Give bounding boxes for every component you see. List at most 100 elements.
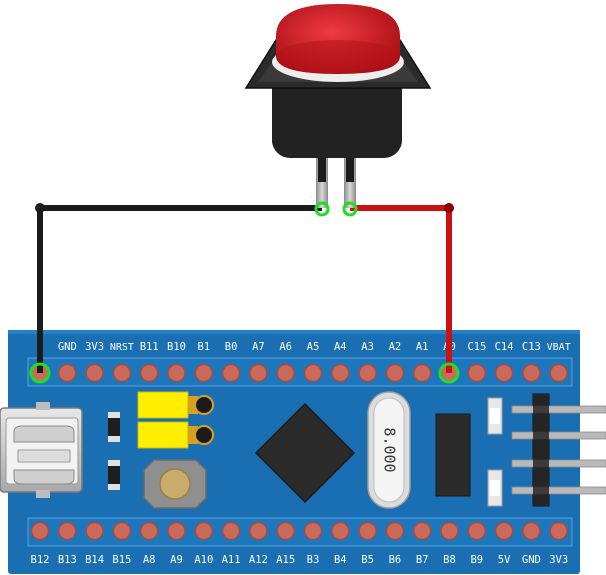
top-pin-label-b10-5: B10 [167, 341, 186, 353]
top-pin-pad-c13-18 [522, 363, 541, 383]
bottom-pin-pad-b14-2 [85, 521, 104, 541]
top-pin-pad-a4-11 [331, 363, 350, 383]
top-pin-label-3v3-2: 3V3 [85, 341, 104, 353]
wires [35, 203, 454, 373]
bottom-pin-pad-a12-8 [249, 521, 268, 541]
signal-wire-bend [444, 203, 454, 213]
led-pc13 [487, 469, 503, 507]
top-pin-pad-b1-6 [194, 363, 214, 383]
bottom-pin-pad-b3-10 [303, 521, 323, 541]
bottom-pin-label-a8-4: A8 [143, 554, 156, 566]
top-pin-label-a3-12: A3 [361, 341, 374, 353]
led-power [487, 397, 503, 435]
bottom-pin-label-b12-0: B12 [31, 554, 50, 566]
bottom-pin-label-3v3-19: 3V3 [549, 554, 568, 566]
push-button [244, 4, 432, 208]
bottom-pin-pad-a11-7 [221, 521, 241, 541]
top-pin-pad-a3-12 [358, 363, 377, 383]
pin-g-connection [29, 362, 51, 384]
top-pin-pad-c14-17 [494, 363, 514, 383]
top-pin-pad-b0-7 [221, 363, 241, 383]
bottom-pin-pad-a15-9 [276, 521, 295, 541]
top-pin-label-nrst-3: NRST [110, 342, 134, 353]
top-pin-label-b11-4: B11 [140, 341, 159, 353]
bottom-pin-label-b5-12: B5 [361, 554, 374, 566]
top-pin-pad-gnd-1 [58, 363, 77, 383]
boot-jumpers [137, 391, 214, 449]
bottom-pin-label-b4-11: B4 [334, 554, 347, 566]
top-pin-label-a5-10: A5 [307, 341, 320, 353]
smd-resistor-bottom [108, 460, 120, 490]
top-header-strip [27, 357, 573, 387]
bottom-pin-pad-b6-13 [385, 521, 405, 541]
bottom-pin-pad-gnd-18 [522, 521, 541, 541]
top-pin-label-vbat-19: VBAT [547, 342, 571, 353]
micro-usb-connector [0, 402, 83, 498]
top-pin-label-c13-18: C13 [522, 341, 541, 353]
bottom-pin-pad-b4-11 [331, 521, 350, 541]
top-pin-label-a2-13: A2 [389, 341, 402, 353]
swd-header [511, 393, 606, 507]
voltage-regulator [435, 413, 471, 497]
bottom-pin-pad-b9-16 [467, 521, 487, 541]
bottom-pin-pad-b13-1 [58, 521, 77, 541]
bottom-pin-pad-a10-6 [194, 521, 214, 541]
bottom-pin-label-b14-2: B14 [85, 554, 104, 566]
top-pin-pad-a1-14 [412, 363, 432, 383]
top-pin-pad-nrst-3 [112, 363, 132, 383]
top-pin-pad-c15-16 [467, 363, 487, 383]
bottom-pin-label-b15-3: B15 [112, 554, 131, 566]
microcontroller-chip [254, 402, 356, 504]
reset-button [143, 459, 207, 509]
top-pin-pad-a7-8 [249, 363, 268, 383]
pin-a0-connection [438, 362, 460, 384]
top-pin-label-a4-11: A4 [334, 341, 347, 353]
bottom-pin-label-a15-9: A15 [276, 554, 295, 566]
bottom-pin-pad-b7-14 [412, 521, 432, 541]
crystal-label: 8.000 [381, 427, 399, 472]
crystal-oscillator: 8.000 [367, 391, 411, 509]
bottom-pin-pad-b15-3 [112, 521, 132, 541]
bottom-pin-label-b13-1: B13 [58, 554, 77, 566]
top-pin-label-c14-17: C14 [495, 341, 514, 353]
bottom-pin-label-5v-17: 5V [498, 554, 511, 566]
bottom-pin-pad-b8-15 [440, 521, 459, 541]
bottom-pin-label-b9-16: B9 [470, 554, 483, 566]
bottom-pin-label-b6-13: B6 [389, 554, 402, 566]
top-pin-label-a7-8: A7 [252, 341, 265, 353]
top-pin-label-b0-7: B0 [225, 341, 238, 353]
top-pin-pad-vbat-19 [549, 363, 568, 383]
top-pin-label-gnd-1: GND [58, 341, 77, 353]
board-top-edge [8, 330, 580, 334]
smd-resistor-top [108, 412, 120, 442]
bottom-pin-label-a11-7: A11 [222, 554, 241, 566]
button-left-leg-joint [314, 201, 330, 217]
bottom-pin-pad-3v3-19 [549, 521, 568, 541]
top-pin-pad-b10-5 [167, 363, 186, 383]
top-pin-pad-a2-13 [385, 363, 405, 383]
top-pin-label-c15-16: C15 [467, 341, 486, 353]
bottom-pin-header [30, 521, 568, 541]
top-pin-label-a1-14: A1 [416, 341, 429, 353]
bottom-header-strip [27, 517, 573, 547]
top-pin-label-b1-6: B1 [197, 341, 210, 353]
bottom-pin-pad-b12-0 [30, 521, 50, 541]
bottom-pin-label-a12-8: A12 [249, 554, 268, 566]
bottom-pin-pad-a9-5 [167, 521, 186, 541]
top-pin-label-a6-9: A6 [279, 341, 292, 353]
button-right-leg-joint [342, 201, 358, 217]
bottom-pin-label-gnd-18: GND [522, 554, 541, 566]
bottom-pin-label-a9-5: A9 [170, 554, 183, 566]
bottom-pin-label-b3-10: B3 [307, 554, 320, 566]
gnd-wire-bend [35, 203, 45, 213]
bottom-pin-pad-a8-4 [139, 521, 159, 541]
bottom-pin-label-b8-15: B8 [443, 554, 456, 566]
bottom-pin-pad-5v-17 [494, 521, 514, 541]
top-pin-pad-a5-10 [303, 363, 323, 383]
top-pin-pad-b11-4 [139, 363, 159, 383]
top-pin-pad-3v3-2 [85, 363, 104, 383]
